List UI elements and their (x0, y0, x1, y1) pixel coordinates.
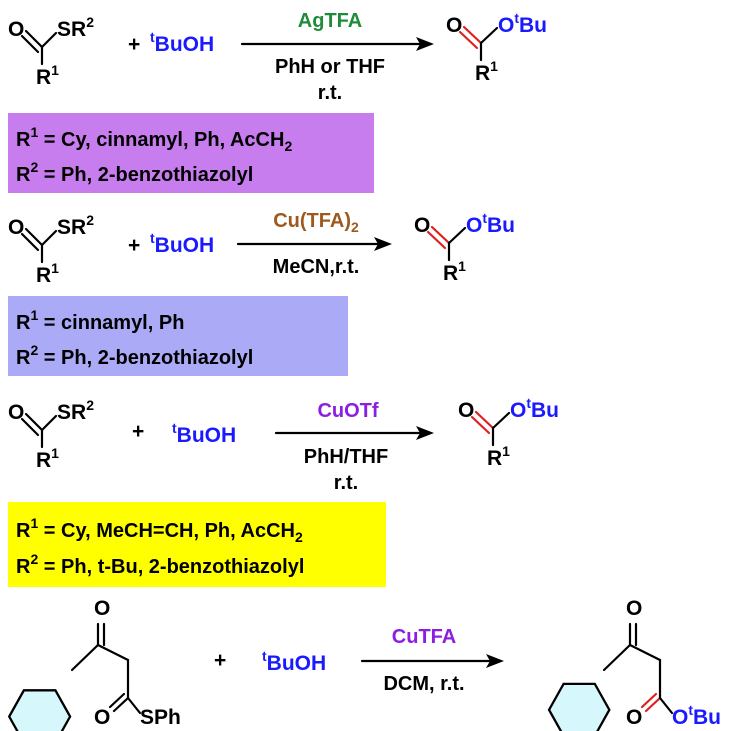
catalyst-label: AgTFA (298, 10, 362, 32)
r1-definition: R1 = cinnamyl, Ph (16, 307, 184, 334)
r1-group: R1 (475, 58, 498, 85)
condition-temperature: r.t. (318, 82, 342, 104)
sr2-group: SR2 (57, 14, 94, 41)
otbu-group: OtBu (510, 395, 559, 422)
plus-sign: + (128, 234, 140, 257)
arrow-head (486, 654, 504, 668)
r1-definition: R1 = Cy, MeCH=CH, Ph, AcCH2 (16, 515, 303, 545)
r2-definition: R2 = Ph, 2-benzothiazolyl (16, 159, 253, 186)
co-bond-2 (20, 34, 40, 54)
tbuoh-reagent: tBuOH (150, 29, 214, 56)
r2-definition: R2 = Ph, 2-benzothiazolyl (16, 342, 253, 369)
otbu-group: OtBu (672, 702, 721, 729)
thioester-reactant-3: O SR2 R1 (8, 397, 94, 472)
cs-bond (126, 696, 142, 715)
carbonyl-oxygen: O (8, 401, 24, 424)
r1-group: R1 (36, 445, 59, 472)
co-bond (24, 412, 44, 432)
condition-solvent: DCM, r.t. (383, 673, 464, 695)
co-single-bond (447, 226, 467, 245)
carbonyl-oxygen: O (414, 214, 430, 237)
plus-sign: + (128, 33, 140, 56)
r1-group: R1 (36, 62, 59, 89)
plus-sign: + (214, 649, 226, 672)
arrow-head (374, 237, 392, 251)
cyclohexyl-ketoester-product: O O OtBu (547, 597, 721, 731)
condition-solvent: PhH or THF (275, 56, 385, 78)
cs-bond (40, 229, 58, 247)
carbonyl-oxygen: O (8, 216, 24, 239)
ester-co-bond (644, 696, 662, 713)
co-single-bond (658, 696, 674, 715)
thioester-co-bond (112, 696, 130, 713)
tbuoh-reagent: tBuOH (262, 648, 326, 675)
carbonyl-oxygen: O (458, 399, 474, 422)
co-double-bond (462, 25, 483, 45)
cyclohexane-ring (7, 689, 72, 731)
co-bond (24, 29, 44, 49)
r2-definition: R2 = Ph, t-Bu, 2-benzothiazolyl (16, 551, 304, 578)
condition-solvent: PhH/THF (304, 446, 388, 468)
r1-definition: R1 = Cy, cinnamyl, Ph, AcCH2 (16, 124, 292, 154)
carbonyl-oxygen: O (446, 14, 462, 37)
reaction-2: O SR2 R1 + tBuOH Cu(TFA)2 MeCN,r.t. O Ot… (8, 210, 515, 376)
ester-product-1: O OtBu R1 (446, 10, 547, 85)
reaction-3: O SR2 R1 + tBuOH CuOTf PhH/THF r.t. O Ot… (8, 395, 559, 587)
ester-co-bond-2 (640, 692, 658, 709)
co-double-bond-2 (426, 230, 447, 250)
cyclohexane-ring (547, 682, 611, 731)
condition-temperature: r.t. (334, 472, 358, 494)
condition-solvent: MeCN,r.t. (273, 256, 360, 278)
thioester-reactant-1: O SR2 R1 (8, 14, 94, 89)
sph-group: SPh (140, 706, 181, 729)
ch2-bond (96, 643, 130, 662)
ring-to-carbonyl-bond (70, 643, 100, 672)
co-double-bond-2 (470, 415, 491, 435)
ch2-bond (628, 643, 662, 662)
arrow-head (416, 426, 434, 440)
co-single-bond (479, 26, 499, 45)
catalyst-label: Cu(TFA)2 (273, 210, 359, 235)
sr2-group: SR2 (57, 397, 94, 424)
co-double-bond (474, 410, 495, 430)
co-double-bond (430, 225, 451, 245)
plus-sign: + (132, 420, 144, 443)
ketone-oxygen: O (626, 597, 642, 620)
tbuoh-reagent: tBuOH (150, 230, 214, 257)
ketone-oxygen: O (94, 597, 110, 620)
r1-group: R1 (443, 258, 466, 285)
arrow-head (416, 37, 434, 51)
reaction-1: O SR2 R1 + tBuOH AgTFA PhH or THF r.t. O… (8, 10, 547, 193)
co-bond (24, 227, 44, 247)
substituent-box (8, 502, 386, 587)
thioester-co-bond-2 (108, 692, 126, 709)
ester-product-3: O OtBu R1 (458, 395, 559, 470)
thioester-oxygen: O (94, 706, 110, 729)
otbu-group: OtBu (466, 210, 515, 237)
r1-group: R1 (36, 260, 59, 287)
r1-group: R1 (487, 443, 510, 470)
cs-bond (40, 414, 58, 432)
thioester-reactant-2: O SR2 R1 (8, 212, 94, 287)
substituent-box (8, 113, 374, 193)
co-bond-2 (20, 417, 40, 437)
otbu-group: OtBu (498, 10, 547, 37)
substituent-box (8, 296, 348, 376)
carbonyl-oxygen: O (8, 18, 24, 41)
catalyst-label: CuTFA (392, 626, 456, 648)
cyclohexyl-ketothioester-reactant: O O SPh (7, 597, 181, 731)
ester-product-2: O OtBu R1 (414, 210, 515, 285)
co-bond-2 (20, 232, 40, 252)
ring-to-carbonyl-bond (602, 643, 632, 672)
ester-oxygen: O (626, 706, 642, 729)
reaction-4: O O SPh + tBuOH CuTFA DCM, r.t. O O (7, 597, 721, 731)
catalyst-label: CuOTf (317, 400, 378, 422)
tbuoh-reagent: tBuOH (172, 420, 236, 447)
co-double-bond-2 (458, 30, 479, 50)
co-single-bond (491, 411, 511, 430)
cs-bond (40, 31, 58, 49)
sr2-group: SR2 (57, 212, 94, 239)
